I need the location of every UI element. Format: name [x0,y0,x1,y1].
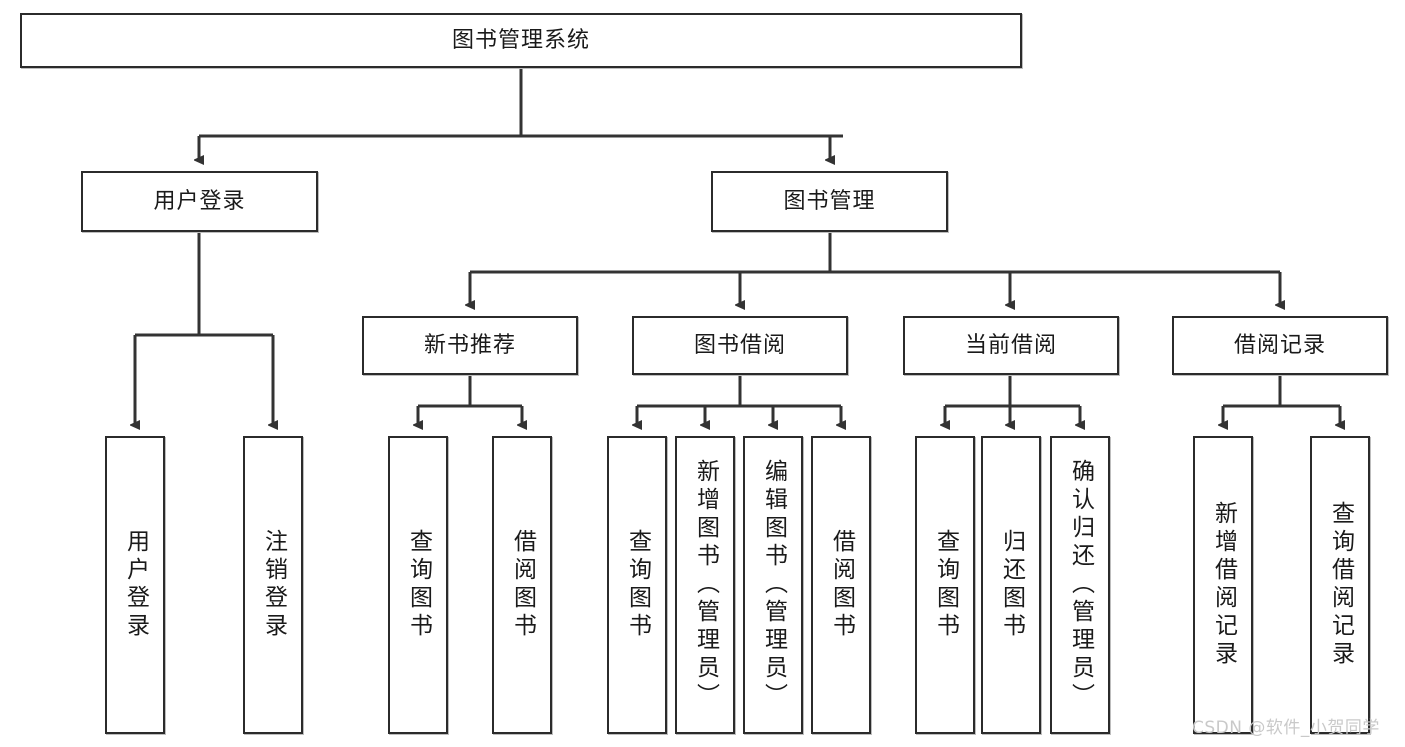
node-leaf-user-login-label: 用户登录 [122,529,149,641]
node-leaf-return-book[interactable]: 归还图书 [981,436,1041,734]
node-leaf-query-book-3-label: 查询图书 [932,529,959,641]
node-leaf-query-record-label: 查询借阅记录 [1327,501,1354,669]
node-root[interactable]: 图书管理系统 [20,13,1022,68]
node-leaf-user-login[interactable]: 用户登录 [105,436,165,734]
node-leaf-confirm-return-label: 确认归还（管理员） [1067,459,1094,711]
node-leaf-logout-login[interactable]: 注销登录 [243,436,303,734]
node-leaf-query-book-1[interactable]: 查询图书 [388,436,448,734]
node-current-borrow-label: 当前借阅 [964,332,1057,358]
node-leaf-add-book-label: 新增图书（管理员） [692,459,719,711]
node-leaf-add-record-label: 新增借阅记录 [1210,501,1237,669]
node-borrow-record[interactable]: 借阅记录 [1172,316,1388,375]
node-new-book-rec-label: 新书推荐 [423,332,516,358]
node-leaf-query-book-1-label: 查询图书 [405,529,432,641]
node-leaf-edit-book[interactable]: 编辑图书（管理员） [743,436,803,734]
node-new-book-rec[interactable]: 新书推荐 [362,316,578,375]
node-leaf-query-record[interactable]: 查询借阅记录 [1310,436,1370,734]
node-leaf-borrow-book-1-label: 借阅图书 [509,529,536,641]
node-leaf-query-book-2-label: 查询图书 [624,529,651,641]
node-leaf-borrow-book-2-label: 借阅图书 [828,529,855,641]
node-book-borrow-label: 图书借阅 [693,332,786,358]
node-leaf-borrow-book-1[interactable]: 借阅图书 [492,436,552,734]
node-user-login-label: 用户登录 [153,188,246,214]
node-book-borrow[interactable]: 图书借阅 [632,316,848,375]
node-leaf-logout-login-label: 注销登录 [260,529,287,641]
node-leaf-add-book[interactable]: 新增图书（管理员） [675,436,735,734]
node-leaf-borrow-book-2[interactable]: 借阅图书 [811,436,871,734]
node-user-login[interactable]: 用户登录 [81,171,318,232]
node-leaf-edit-book-label: 编辑图书（管理员） [760,459,787,711]
node-leaf-return-book-label: 归还图书 [998,529,1025,641]
node-book-manage-label: 图书管理 [783,188,876,214]
node-leaf-add-record[interactable]: 新增借阅记录 [1193,436,1253,734]
node-leaf-query-book-3[interactable]: 查询图书 [915,436,975,734]
node-borrow-record-label: 借阅记录 [1233,332,1326,358]
node-leaf-confirm-return[interactable]: 确认归还（管理员） [1050,436,1110,734]
node-book-manage[interactable]: 图书管理 [711,171,948,232]
node-current-borrow[interactable]: 当前借阅 [903,316,1119,375]
node-root-label: 图书管理系统 [451,27,590,53]
node-leaf-query-book-2[interactable]: 查询图书 [607,436,667,734]
